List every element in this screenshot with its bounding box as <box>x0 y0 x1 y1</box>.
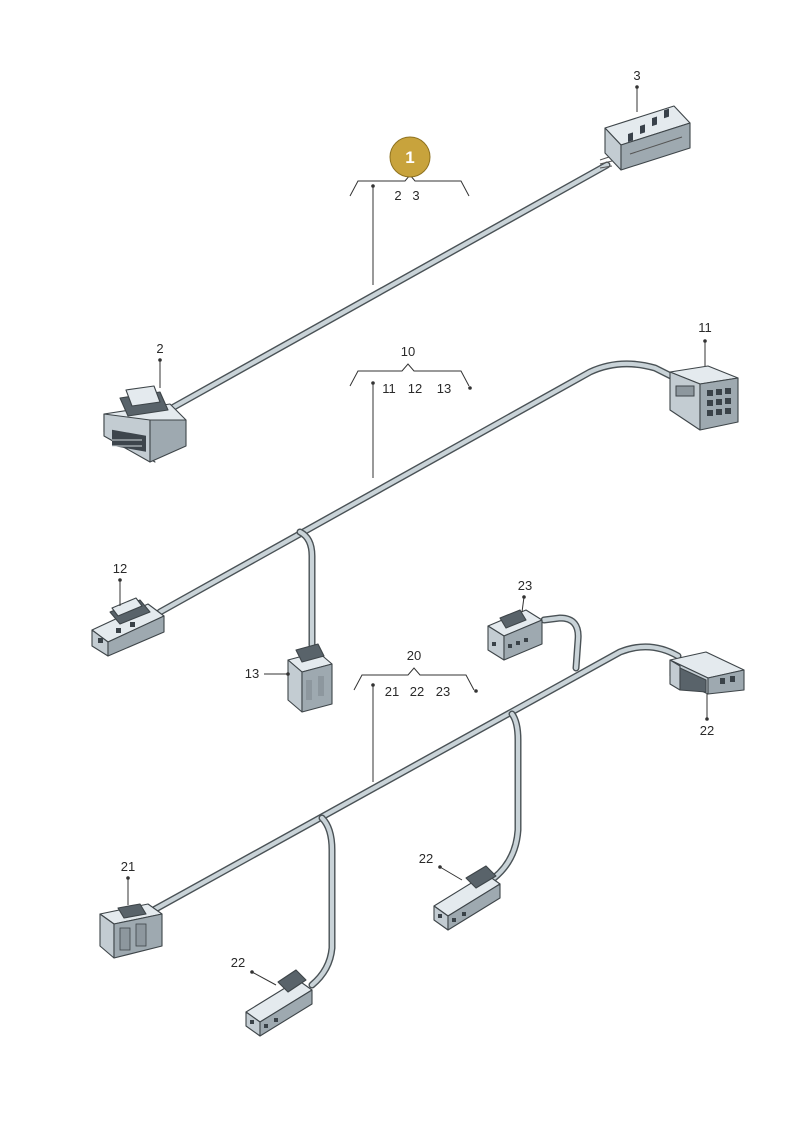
callout-13: 13 <box>245 666 290 681</box>
group-20-item-22: 22 <box>410 684 424 699</box>
connector-part-23[interactable] <box>487 609 543 661</box>
callout-label-22-bottom: 22 <box>231 955 245 970</box>
connector-part-13[interactable] <box>287 643 333 713</box>
callout-label-21: 21 <box>121 859 135 874</box>
callout-12: 12 <box>113 561 127 606</box>
connector-part-22-bottom[interactable] <box>245 969 313 1037</box>
group-10-item-12: 12 <box>408 381 422 396</box>
harness-1 <box>103 105 691 463</box>
connector-part-12[interactable] <box>91 597 165 657</box>
callout-11: 11 <box>698 320 712 366</box>
callout-22-bottom: 22 <box>231 955 277 986</box>
group-20-label: 20 <box>407 648 421 663</box>
callout-3: 3 <box>633 68 641 112</box>
group-10-label: 10 <box>401 344 415 359</box>
group-1-item-2: 2 <box>394 188 401 203</box>
group-20-item-21: 21 <box>385 684 399 699</box>
group-1-callout <box>349 174 470 285</box>
connector-part-22-right[interactable] <box>669 651 745 695</box>
group-20-item-23: 23 <box>436 684 450 699</box>
callout-label-23: 23 <box>518 578 532 593</box>
callout-22-right: 22 <box>700 694 714 738</box>
badge-label: 1 <box>405 148 414 167</box>
callout-label-13: 13 <box>245 666 259 681</box>
connector-part-21[interactable] <box>99 903 163 959</box>
group-10-item-13: 13 <box>437 381 451 396</box>
group-1-badge[interactable]: 1 <box>389 136 431 178</box>
callout-21: 21 <box>121 859 135 905</box>
group-10-item-11: 11 <box>382 381 396 396</box>
group-20-callout <box>353 667 478 782</box>
callout-label-22-right: 22 <box>700 723 714 738</box>
connector-part-22-middle[interactable] <box>433 865 501 931</box>
callout-label-22-middle: 22 <box>419 851 433 866</box>
group-10-callout <box>349 363 472 478</box>
connector-part-2[interactable] <box>103 385 187 463</box>
harness-20 <box>99 609 745 1037</box>
connector-part-3[interactable] <box>604 105 691 171</box>
callout-label-2: 2 <box>156 341 163 356</box>
callout-2: 2 <box>156 341 164 388</box>
callout-23: 23 <box>518 578 532 613</box>
callout-label-12: 12 <box>113 561 127 576</box>
callout-label-11: 11 <box>698 320 712 335</box>
callout-label-3: 3 <box>633 68 640 83</box>
harness-10 <box>91 360 739 713</box>
callout-22-middle: 22 <box>419 851 463 881</box>
connector-part-11[interactable] <box>669 365 739 431</box>
group-1-item-3: 3 <box>412 188 419 203</box>
